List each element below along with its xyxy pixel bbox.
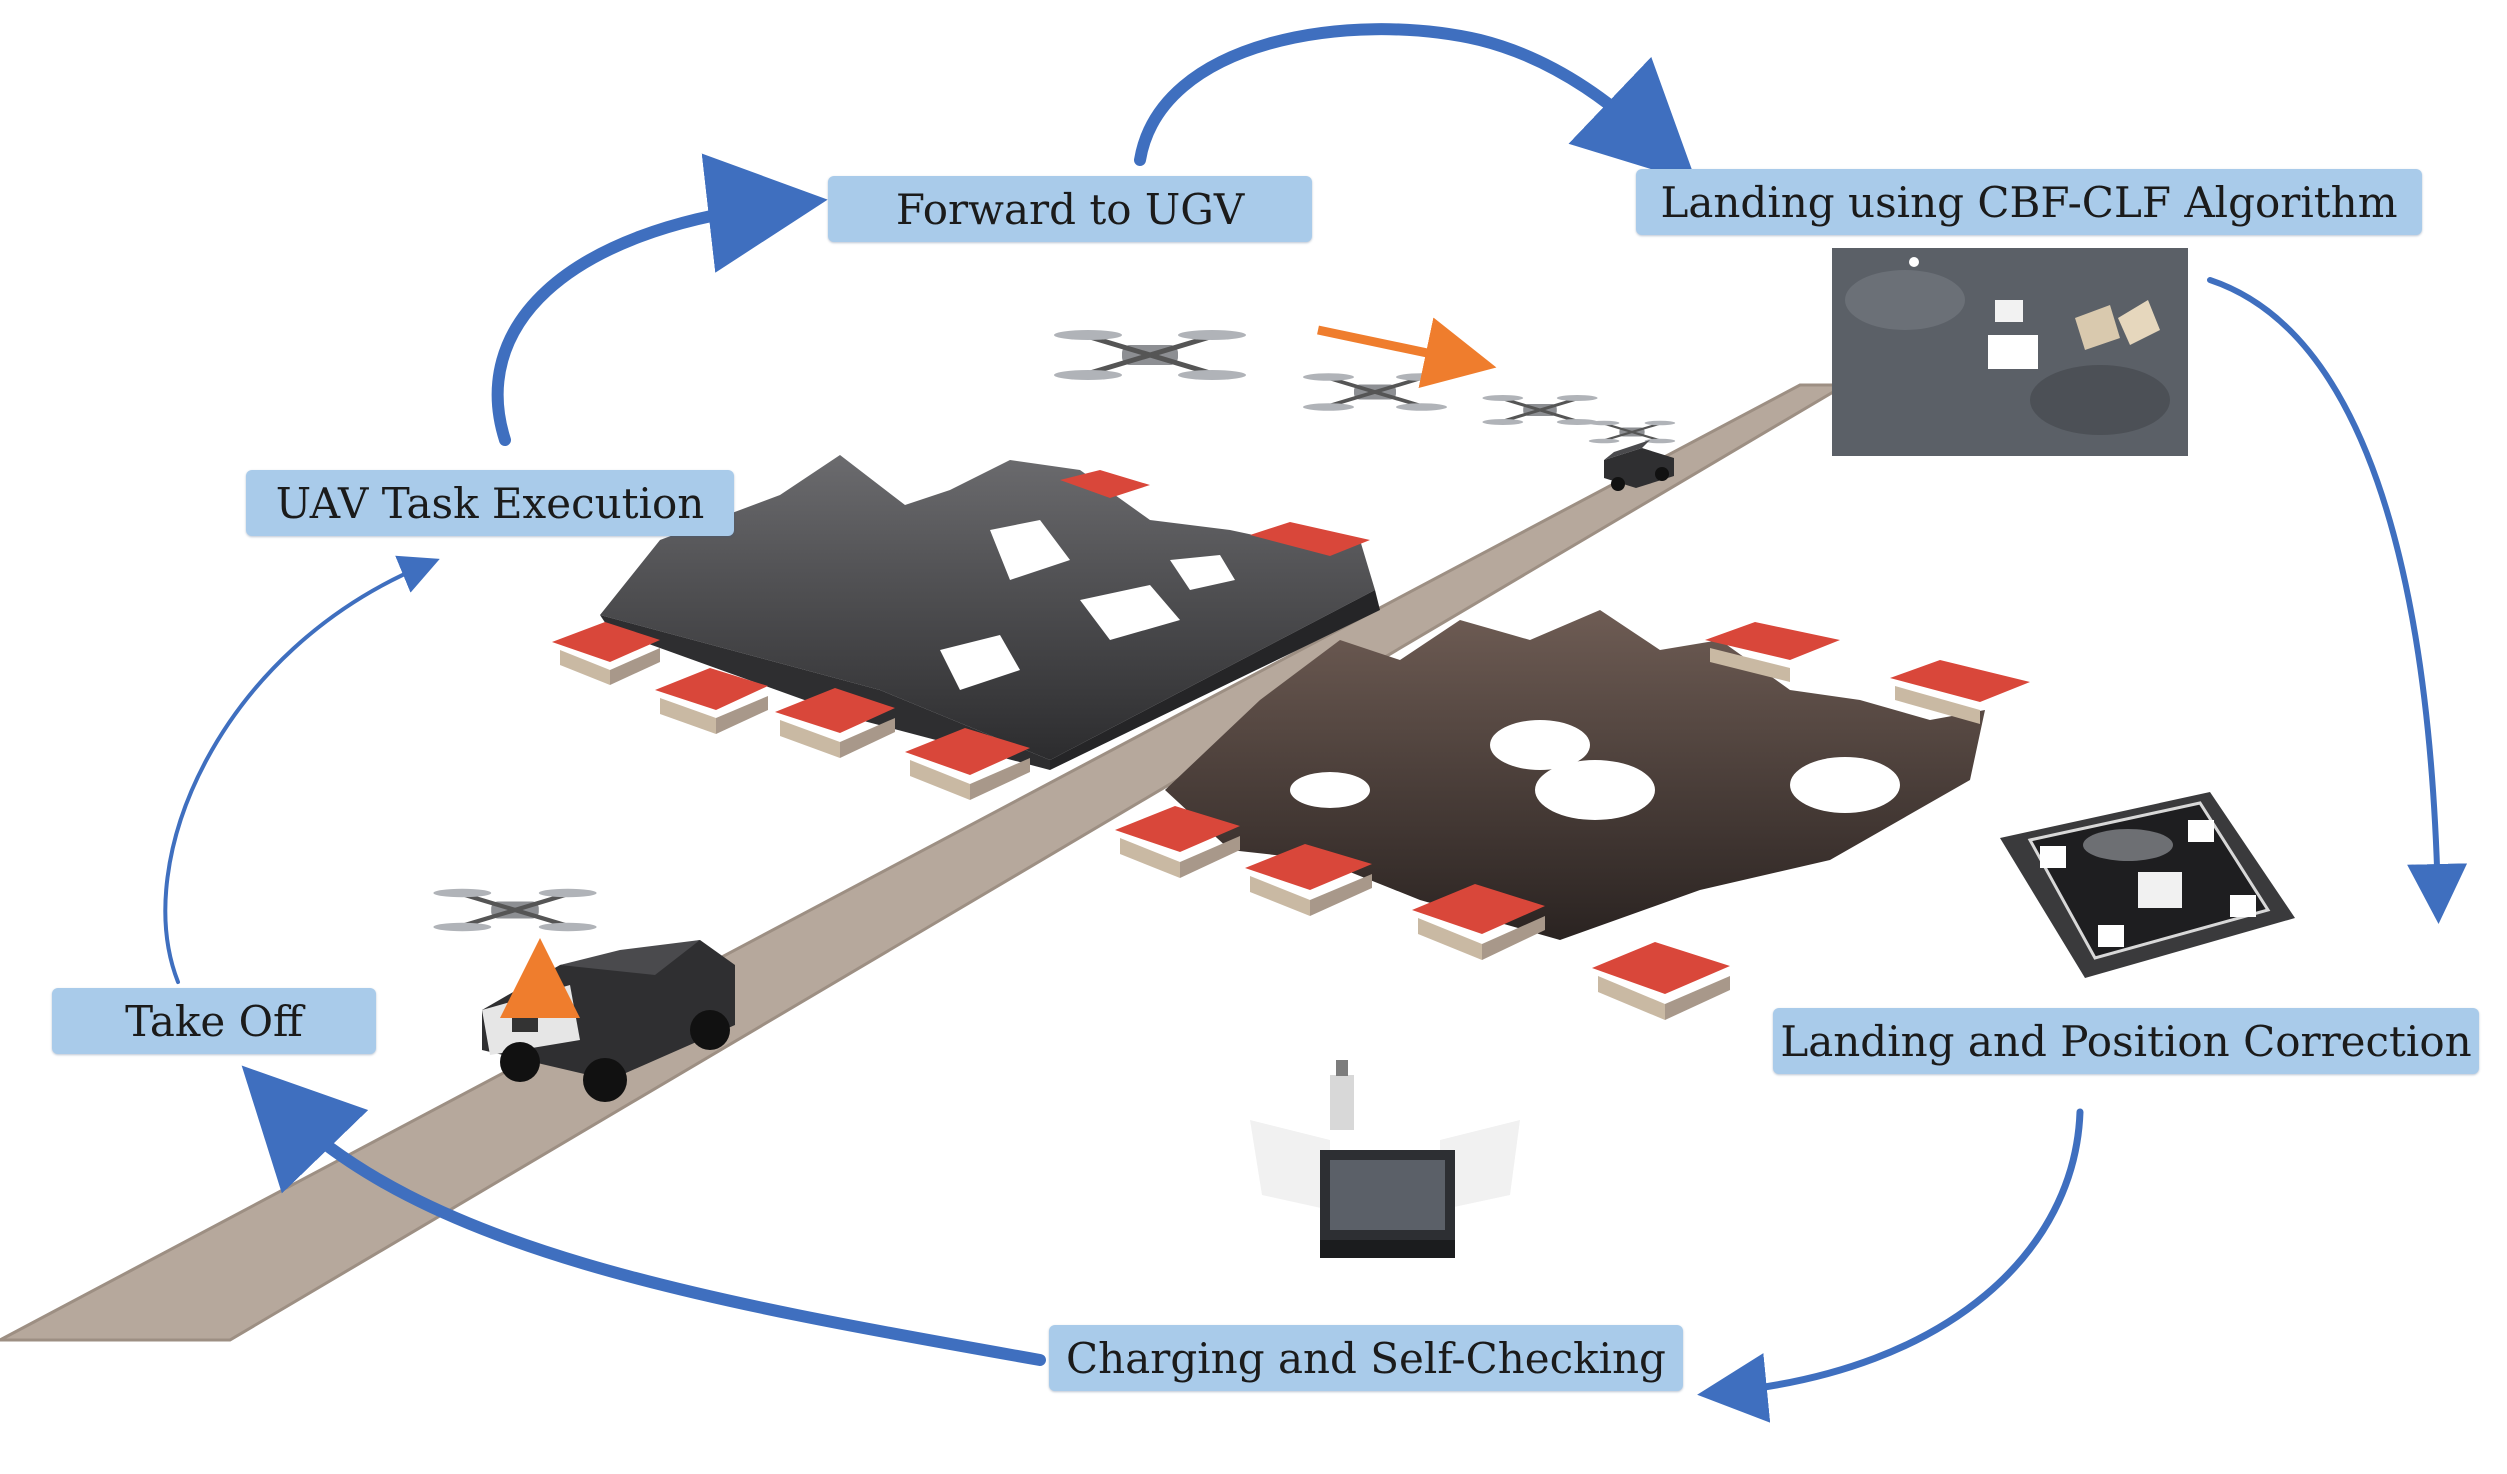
stage-label: UAV Task Execution bbox=[275, 478, 705, 528]
quadcopter-drone-icon bbox=[1054, 330, 1246, 380]
house bbox=[905, 728, 1030, 800]
house bbox=[552, 622, 660, 685]
stage-label: Landing and Position Correction bbox=[1780, 1016, 2472, 1066]
quadcopter-drone-icon bbox=[1588, 420, 1676, 444]
houses bbox=[552, 470, 2030, 1020]
cycle-arrow-correction-to-charging bbox=[1697, 1108, 2084, 1423]
landing-pad-icon bbox=[2000, 792, 2295, 978]
house bbox=[1060, 470, 1150, 498]
right-terrain bbox=[1165, 610, 1985, 940]
house bbox=[1890, 660, 2030, 724]
stage-landing-algorithm: Landing using CBF-CLF Algorithm bbox=[1636, 169, 2422, 235]
house bbox=[1245, 844, 1372, 916]
stage-forward-to-ugv: Forward to UGV bbox=[828, 176, 1312, 242]
stage-charging: Charging and Self-Checking bbox=[1049, 1325, 1683, 1391]
stage-take-off: Take Off bbox=[52, 988, 376, 1054]
house bbox=[1115, 806, 1240, 878]
quadcopter-drone-icon bbox=[433, 888, 597, 932]
cycle-arrows bbox=[163, 23, 2468, 1423]
quadcopter-drone-icon bbox=[1482, 395, 1598, 425]
charging-dock-icon bbox=[1250, 1060, 1520, 1258]
road bbox=[0, 385, 1845, 1340]
cycle-arrow-takeoff-to-task bbox=[163, 555, 440, 984]
house bbox=[1412, 884, 1545, 960]
ground-vehicle-icon bbox=[1604, 440, 1674, 491]
motion-arrow bbox=[1317, 317, 1497, 388]
house bbox=[1592, 942, 1730, 1020]
ground-vehicle-icon bbox=[482, 940, 735, 1102]
cycle-arrow-landing-to-correction bbox=[2207, 277, 2468, 924]
stage-task-execution: UAV Task Execution bbox=[246, 470, 734, 536]
cycle-arrow-task-to-forward bbox=[491, 153, 828, 446]
stage-label: Take Off bbox=[125, 996, 303, 1046]
stage-label: Forward to UGV bbox=[895, 184, 1245, 234]
quadcopter-drone-icon bbox=[1303, 373, 1447, 411]
house bbox=[1705, 622, 1840, 682]
aerial-camera-view bbox=[1832, 248, 2188, 456]
house bbox=[655, 668, 768, 734]
house bbox=[1250, 522, 1370, 556]
cycle-arrow-charging-to-takeoff bbox=[241, 1065, 1046, 1366]
house bbox=[775, 688, 895, 758]
cycle-arrow-forward-to-landing bbox=[1134, 23, 1697, 184]
stage-label: Charging and Self-Checking bbox=[1066, 1333, 1666, 1383]
stage-label: Landing using CBF-CLF Algorithm bbox=[1660, 177, 2398, 227]
stage-position-correction: Landing and Position Correction bbox=[1773, 1008, 2479, 1074]
left-terrain bbox=[600, 455, 1380, 770]
